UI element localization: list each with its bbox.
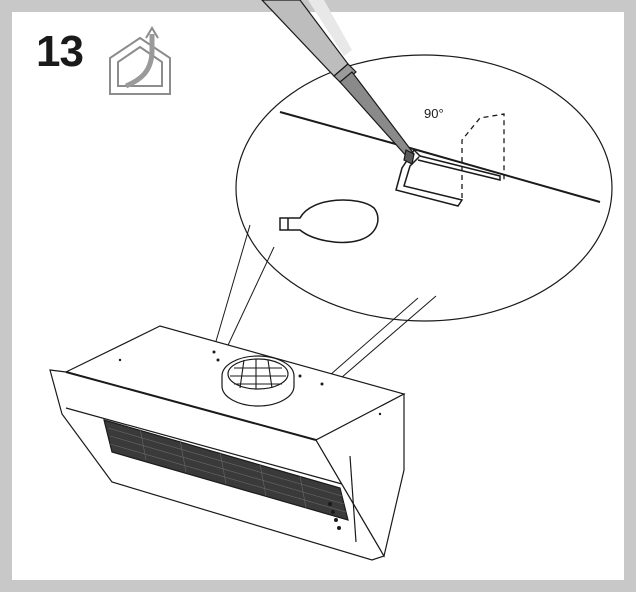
keyhole-bracket — [279, 199, 379, 244]
dashed-tab-outline — [461, 113, 505, 198]
step-number: 13 — [36, 27, 84, 76]
leader-lines — [211, 224, 437, 385]
hood-side-panel — [315, 393, 405, 558]
exhaust-collar — [221, 355, 295, 407]
ducted-exhaust-house-icon — [109, 26, 171, 95]
screwdriver-icon — [261, 0, 415, 165]
control-buttons — [328, 502, 341, 530]
cooker-hood — [49, 325, 406, 561]
bent-tab-bracket — [395, 148, 501, 207]
detail-magnifier-circle — [235, 54, 613, 322]
angle-label: 90° — [424, 106, 444, 121]
